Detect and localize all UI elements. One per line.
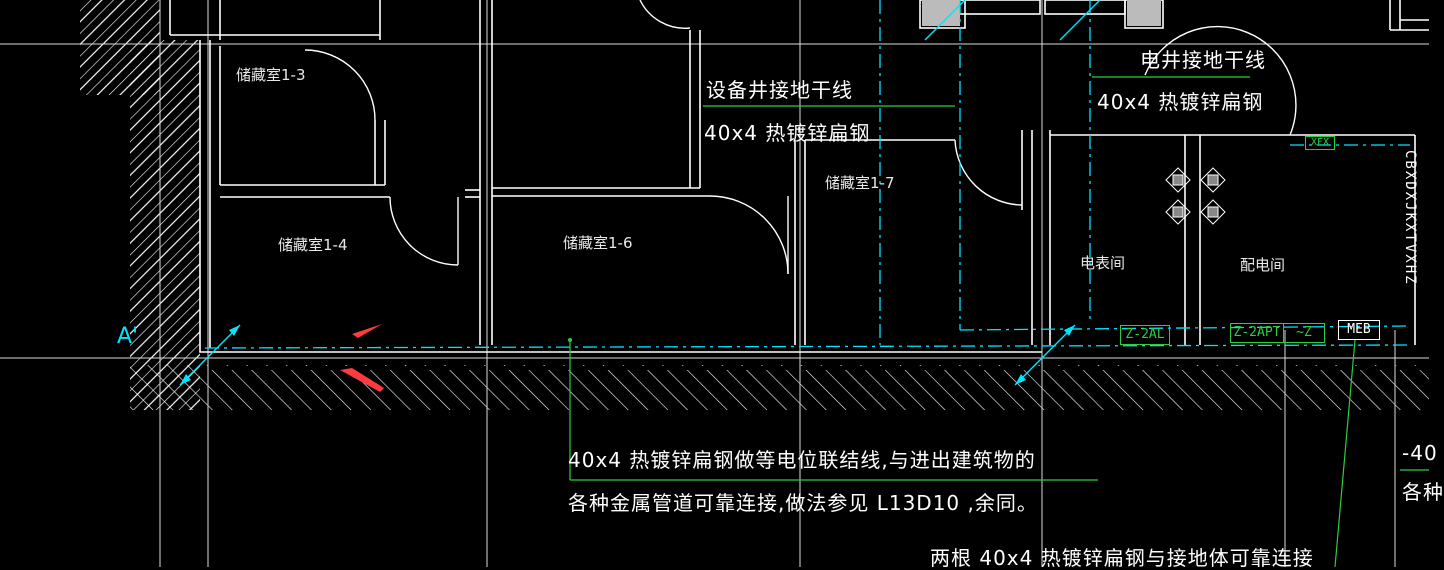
exterior-wall-hatch <box>130 40 200 410</box>
room-label-storage-1-6: 储藏室1-6 <box>563 234 633 252</box>
note-bonding-line-1: 40x4 热镀锌扁钢做等电位联结线,与进出建筑物的 <box>568 448 1036 472</box>
exterior-wall-hatch <box>130 365 1429 410</box>
room-label-storage-1-7: 储藏室1-7 <box>825 174 895 192</box>
room-label-distribution-room: 配电间 <box>1240 256 1286 274</box>
meb-box[interactable]: MEB <box>1338 320 1380 340</box>
note-elec-shaft-ground-line-2: 40x4 热镀锌扁钢 <box>1097 90 1264 114</box>
room-label-storage-1-4: 储藏室1-4 <box>278 236 348 254</box>
panel-box-z-2apt[interactable]: Z-2APT <box>1230 323 1284 343</box>
vertical-system-label: CBXDXJKXTVXHZ <box>1402 150 1418 286</box>
note-bottom: 两根 40x4 热镀锌扁钢与接地体可靠连接 <box>930 546 1314 570</box>
note-bonding-line-2: 各种金属管道可靠连接,做法参见 L13D10 ,余同。 <box>568 491 1038 515</box>
note-shaft-ground-line-2: 40x4 热镀锌扁钢 <box>704 121 871 145</box>
note-right-cut-1: -40 <box>1402 441 1438 465</box>
note-right-cut-2: 各种 <box>1402 480 1444 504</box>
axis-label: A' <box>117 324 139 349</box>
note-elec-shaft-ground-line-1: 电井接地干线 <box>1140 48 1266 72</box>
panel-box-z-2al[interactable]: Z-2AL <box>1120 325 1170 345</box>
panel-box-z[interactable]: ~Z <box>1283 323 1325 343</box>
room-label-meter-room: 电表间 <box>1080 254 1126 272</box>
xfx-box[interactable]: XFX <box>1305 136 1335 150</box>
note-shaft-ground-line-1: 设备井接地干线 <box>706 78 853 102</box>
room-label-storage-1-3: 储藏室1-3 <box>236 66 306 84</box>
